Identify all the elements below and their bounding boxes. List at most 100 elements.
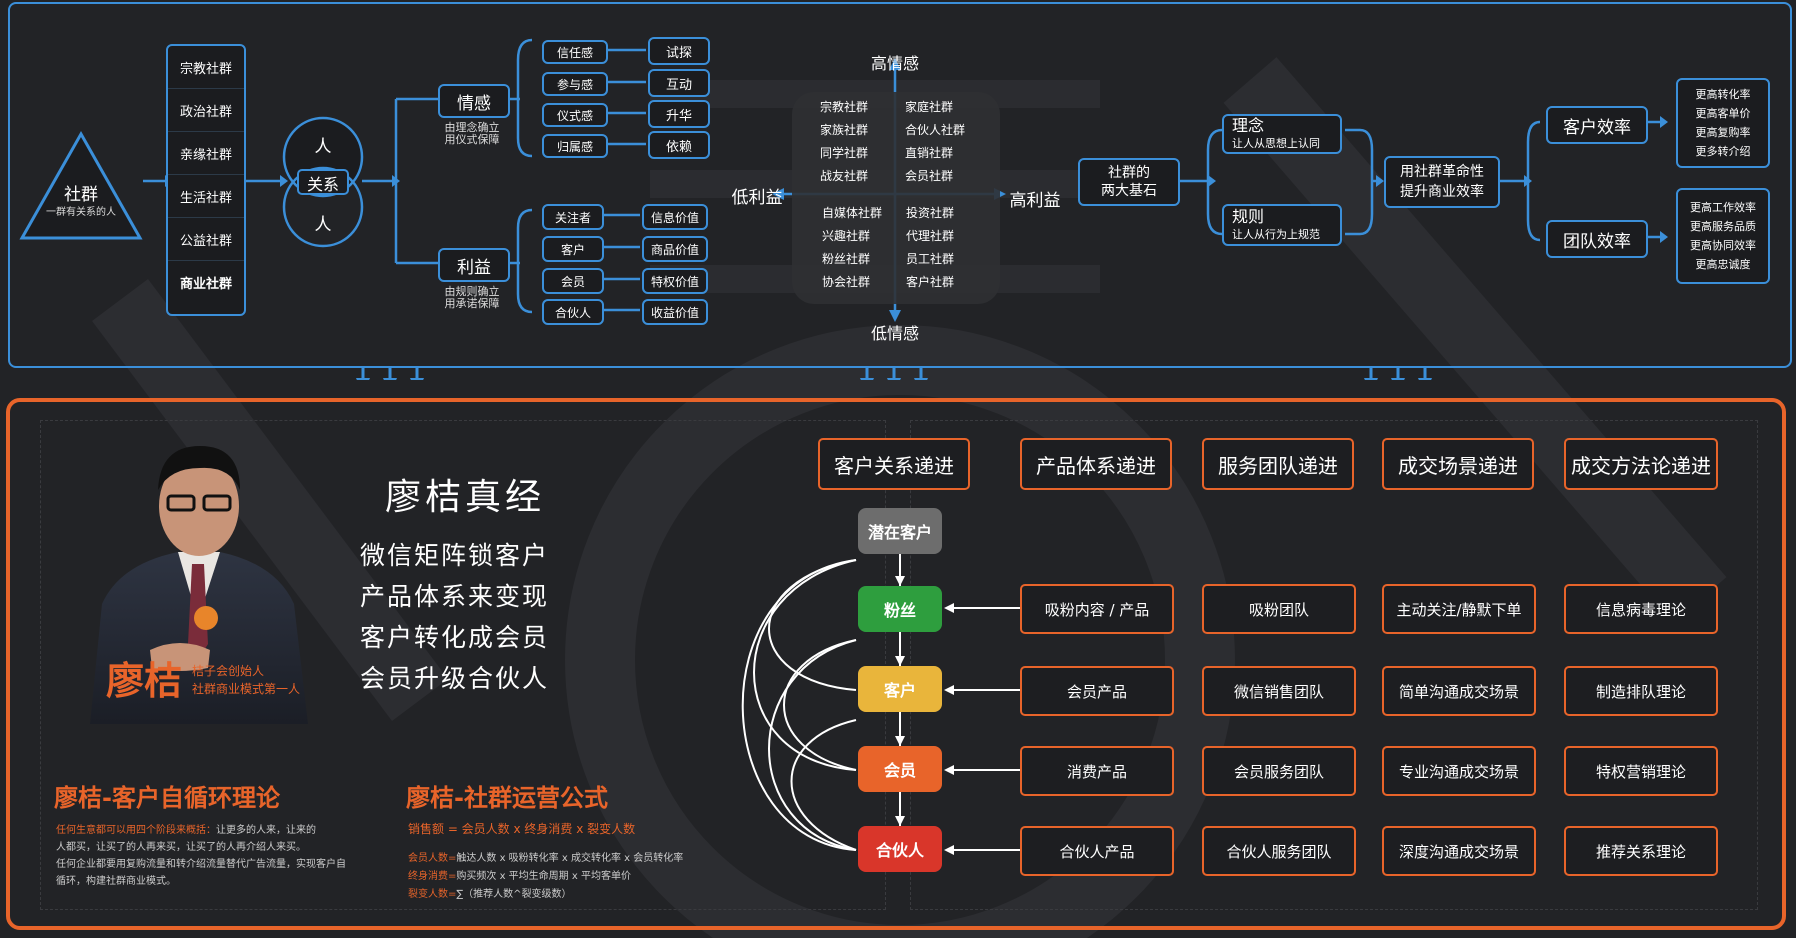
slogan-line: 产品体系来变现: [360, 582, 550, 611]
interest-item: 关注者: [542, 204, 604, 230]
grid-cell: 微信销售团队: [1202, 666, 1356, 716]
slogan-line: 客户转化成会员: [360, 623, 550, 652]
stage-potential-customer: 潜在客户: [858, 508, 942, 554]
interest-result: 收益价值: [642, 299, 708, 325]
interest-sub2: 用承诺保障: [444, 297, 500, 310]
customer-efficiency-box: 客户效率: [1546, 106, 1648, 144]
emotion-result: 依赖: [648, 131, 710, 159]
interest-result: 商品价值: [642, 236, 708, 262]
rule-box: 规则 让人从行为上规范: [1222, 204, 1342, 246]
foundation-line1: 社群的: [1108, 165, 1150, 181]
type-item: 亲缘社群: [168, 132, 244, 175]
emotion-sub2: 用仪式保障: [444, 133, 500, 146]
revolution-box: 用社群革命性 提升商业效率: [1384, 156, 1500, 208]
grid-cell: 吸粉团队: [1202, 584, 1356, 634]
grid-cell: 推荐关系理论: [1564, 826, 1718, 876]
left-inner-panel: [40, 420, 886, 910]
grid-cell: 主动关注/静默下单: [1382, 584, 1536, 634]
relation-middle: 关系: [306, 175, 339, 194]
bottom-panel: [6, 398, 1786, 930]
header-service-team: 服务团队递进: [1202, 438, 1354, 490]
rule-title: 规则: [1232, 207, 1265, 226]
top-panel: [8, 2, 1792, 368]
customer-efficiency-list: 更高转化率 更高客单价 更高复购率 更多转介绍: [1676, 78, 1770, 168]
book-title: 廖桔真经: [385, 477, 546, 518]
grid-cell: 吸粉内容 / 产品: [1020, 584, 1174, 634]
matrix-quadrant-1: 宗教社群家族社群 同学社群战友社群: [820, 100, 869, 183]
theory-2-formula: 销售额 = 会员人数 x 终身消费 x 裂变人数: [408, 822, 636, 836]
foundation-line2: 两大基石: [1101, 183, 1157, 199]
type-item: 生活社群: [168, 175, 244, 218]
header-deal-scene: 成交场景递进: [1382, 438, 1534, 490]
header-customer-relation: 客户关系递进: [818, 438, 970, 490]
emotion-result: 升华: [648, 100, 710, 128]
idea-title: 理念: [1232, 116, 1265, 135]
interest-item: 客户: [542, 236, 604, 262]
emotion-item: 参与感: [542, 72, 608, 96]
interest-result: 特权价值: [642, 268, 708, 294]
matrix-high-emotion: 高情感: [870, 54, 919, 73]
foundation-box: 社群的 两大基石: [1078, 158, 1180, 206]
type-item: 商业社群: [179, 276, 232, 292]
team-efficiency-list: 更高工作效率 更高服务品质 更高协同效率 更高忠诚度: [1676, 188, 1770, 284]
matrix-quadrant-2: 家庭社群合伙人社群 直销社群会员社群: [905, 100, 966, 183]
slogan-line: 微信矩阵锁客户: [360, 541, 550, 570]
emotion-item: 归属感: [542, 134, 608, 158]
grid-cell: 合伙人服务团队: [1202, 826, 1356, 876]
grid-cell: 制造排队理论: [1564, 666, 1718, 716]
slogan-line: 会员升级合伙人: [360, 664, 550, 693]
grid-cell: 会员服务团队: [1202, 746, 1356, 796]
interest-sub1: 由规则确立: [444, 285, 500, 298]
matrix-low-interest: 低利益: [731, 188, 783, 208]
header-product-system: 产品体系递进: [1020, 438, 1172, 490]
header-deal-method: 成交方法论递进: [1564, 438, 1718, 490]
matrix-quadrant-4: 投资社群代理社群 员工社群客户社群: [906, 206, 955, 289]
person-title-2: 社群商业模式第一人: [192, 682, 301, 696]
emotion-result: 互动: [648, 69, 710, 97]
theory-2-title: 廖桔-社群运营公式: [406, 784, 608, 812]
customer-loop-diagram: [741, 554, 1020, 855]
revolution-line2: 提升商业效率: [1400, 184, 1484, 200]
interest-item: 合伙人: [542, 299, 604, 325]
rule-sub: 让人从行为上规范: [1232, 228, 1320, 241]
idea-box: 理念 让人从思想上认同: [1222, 114, 1342, 154]
theory-2-body: 会员人数=触达人数 x 吸粉转化率 x 成交转化率 x 会员转化率 终身消费=购…: [408, 853, 684, 900]
grid-cell: 深度沟通成交场景: [1382, 826, 1536, 876]
community-types: 宗教社群 政治社群 亲缘社群 生活社群 公益社群 商业社群: [166, 44, 246, 316]
person-name: 廖桔: [106, 658, 183, 703]
type-item: 公益社群: [168, 218, 244, 261]
grid-cell: 专业沟通成交场景: [1382, 746, 1536, 796]
matrix-background: [792, 92, 1000, 304]
matrix-high-interest: 高利益: [1009, 191, 1061, 211]
theory-1-body: 任何生意都可以用四个阶段来概括：让更多的人来，让来的 人都买，让买了的人再来买，…: [56, 825, 346, 887]
interest-result: 信息价值: [642, 204, 708, 230]
stage-fans: 粉丝: [858, 586, 942, 632]
type-item: 政治社群: [168, 89, 244, 132]
triangle-subtitle: 一群有关系的人: [46, 207, 116, 218]
grid-cell: 简单沟通成交场景: [1382, 666, 1536, 716]
portrait-image: [90, 446, 308, 724]
theory-1-title: 廖桔-客户自循环理论: [54, 784, 280, 812]
stage-customer: 客户: [858, 666, 942, 712]
grid-cell: 特权营销理论: [1564, 746, 1718, 796]
team-efficiency-box: 团队效率: [1546, 220, 1648, 258]
relation-bottom: 人: [314, 215, 332, 235]
right-inner-panel: [910, 420, 1758, 910]
top-connectors: [143, 38, 1668, 380]
interest-item: 会员: [542, 268, 604, 294]
stage-partner: 合伙人: [858, 826, 942, 872]
relation-circles: [282, 116, 364, 248]
emotion-sub1: 由理念确立: [444, 121, 500, 134]
idea-sub: 让人从思想上认同: [1232, 137, 1320, 150]
type-item: 宗教社群: [168, 46, 244, 89]
emotion-result: 试探: [648, 37, 710, 65]
grid-cell: 合伙人产品: [1020, 826, 1174, 876]
interest-box: 利益: [438, 248, 510, 282]
grid-cell: 消费产品: [1020, 746, 1174, 796]
relation-top: 人: [314, 137, 332, 157]
emotion-box: 情感: [438, 84, 510, 118]
revolution-line1: 用社群革命性: [1400, 164, 1484, 180]
stage-member: 会员: [858, 746, 942, 792]
matrix-low-emotion: 低情感: [870, 324, 919, 343]
grid-cell: 信息病毒理论: [1564, 584, 1718, 634]
